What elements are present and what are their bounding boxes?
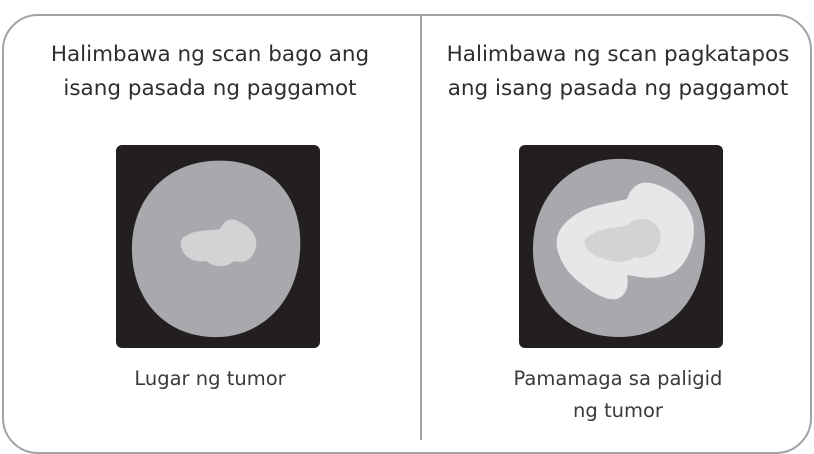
after-panel-caption: Pamamaga sa paligid ng tumor bbox=[422, 363, 814, 427]
after-panel-heading: Halimbawa ng scan pagkatapos ang isang p… bbox=[422, 38, 814, 106]
heading-line: Halimbawa ng scan pagkatapos bbox=[422, 38, 814, 72]
after-scan-image bbox=[519, 145, 723, 348]
before-panel-heading: Halimbawa ng scan bago ang isang pasada … bbox=[0, 38, 420, 106]
heading-line: isang pasada ng paggamot bbox=[0, 72, 420, 106]
caption-line: ng tumor bbox=[422, 395, 814, 427]
caption-line: Lugar ng tumor bbox=[0, 363, 420, 395]
before-treatment-panel: Halimbawa ng scan bago ang isang pasada … bbox=[0, 0, 420, 440]
heading-line: Halimbawa ng scan bago ang bbox=[0, 38, 420, 72]
heading-line: ang isang pasada ng paggamot bbox=[422, 72, 814, 106]
before-panel-caption: Lugar ng tumor bbox=[0, 363, 420, 395]
caption-line: Pamamaga sa paligid bbox=[422, 363, 814, 395]
after-treatment-panel: Halimbawa ng scan pagkatapos ang isang p… bbox=[422, 0, 814, 440]
before-scan-image bbox=[116, 145, 320, 348]
